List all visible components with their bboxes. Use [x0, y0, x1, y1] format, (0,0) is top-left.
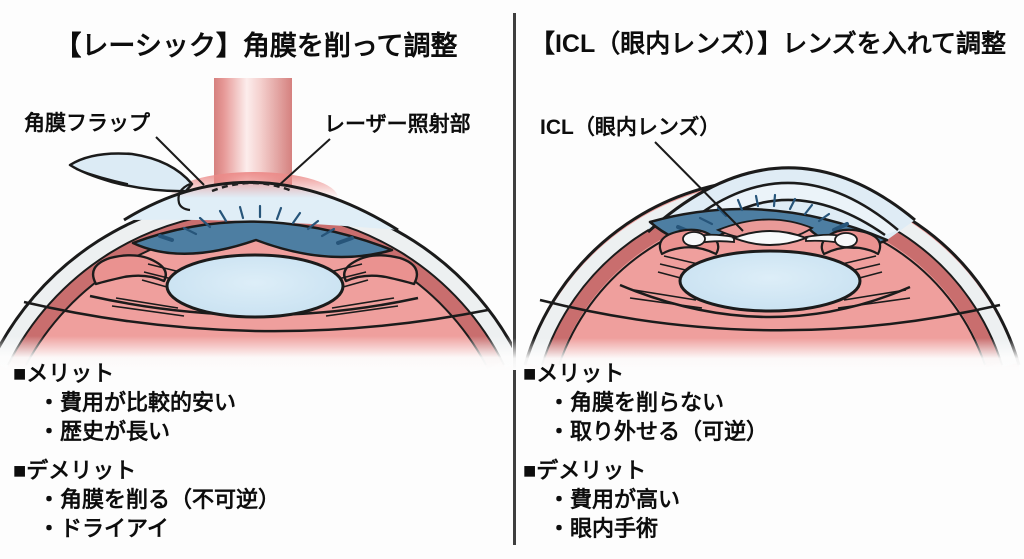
bottom-fade: [512, 338, 1024, 370]
laser-pointer-line: [276, 138, 331, 188]
icl-eye-illustration: [512, 141, 1024, 370]
demerit-item: ・ドライアイ: [38, 516, 169, 541]
vitreous-boundaries: [539, 283, 1001, 332]
flap-pointer-line: [155, 136, 205, 186]
cornea: [646, 166, 916, 243]
merit-item: ・角膜を削らない: [548, 390, 725, 415]
panel-divider: [513, 13, 516, 545]
demerit-heading: ■デメリット: [13, 458, 137, 483]
icl-foot-right: [834, 232, 858, 248]
merit-heading: ■メリット: [13, 361, 115, 386]
iris-streaks: [182, 204, 336, 238]
right-panel-title: 【ICL（眼内レンズ）】レンズを入れて調整: [529, 30, 1007, 58]
iris: [131, 204, 394, 259]
corneal-flap: [68, 152, 194, 212]
crystalline-lens: [165, 253, 345, 319]
demerit-heading: ■デメリット: [523, 458, 647, 483]
demerit-item: ・眼内手術: [548, 516, 659, 541]
lasik-pros-cons-list: ■メリット ・費用が比較的安い ・歴史が長い ■デメリット ・角膜を削る（不可逆…: [13, 359, 513, 543]
merit-item: ・歴史が長い: [38, 419, 171, 444]
demerit-item: ・費用が高い: [548, 487, 681, 512]
ciliary-bodies: [91, 254, 419, 286]
bottom-fade: [0, 336, 512, 370]
iris-accents: [158, 234, 354, 245]
laser-glow: [170, 172, 338, 198]
icl-optic: [731, 230, 809, 246]
merit-item: ・取り外せる（可逆）: [548, 419, 769, 444]
crystalline-lens: [678, 249, 862, 313]
iris-streaks: [698, 193, 831, 226]
zonule-fibers: [629, 255, 911, 309]
merit-item: ・費用が比較的安い: [38, 390, 237, 415]
icl-pointer-line: [654, 141, 744, 232]
icl-pros-cons-list: ■メリット ・角膜を削らない ・取り外せる（可逆） ■デメリット ・費用が高い …: [523, 359, 1023, 543]
flap-hinge: [177, 182, 191, 212]
laser-area-label: レーザー照射部: [324, 113, 471, 136]
lasik-eye-illustration: [0, 78, 512, 370]
left-panel-title: 【レーシック】角膜を削って調整: [54, 31, 458, 61]
pointer-lines: [155, 136, 331, 188]
corneal-flap-label: 角膜フラップ: [24, 112, 150, 135]
merit-heading: ■メリット: [523, 361, 625, 386]
icl-implant: [682, 230, 858, 248]
demerit-item: ・角膜を削る（不可逆）: [38, 487, 281, 512]
ablation-dashed-line: [211, 181, 293, 193]
icl-label: ICL（眼内レンズ）: [540, 116, 721, 139]
icl-foot-left: [682, 231, 706, 247]
